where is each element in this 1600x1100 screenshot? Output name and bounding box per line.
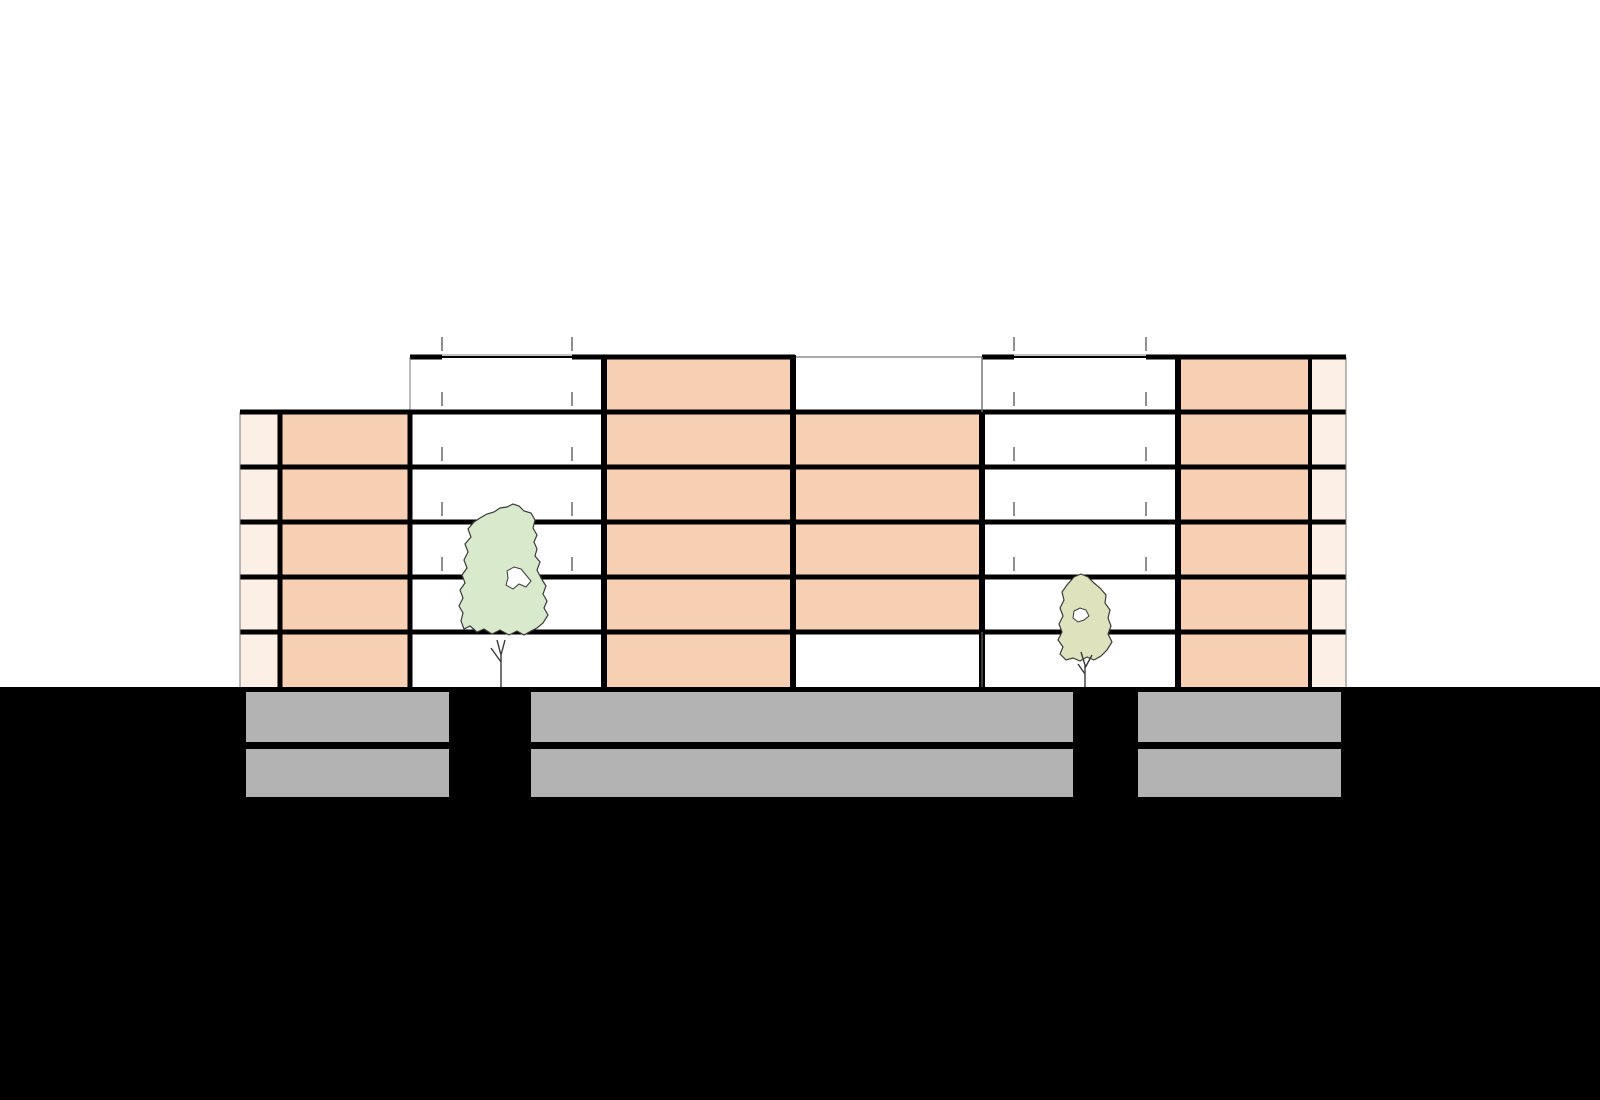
floor-cell <box>1310 467 1346 522</box>
basement-bay <box>1138 692 1341 742</box>
floor-cell <box>1310 357 1346 412</box>
basement-bay <box>531 692 1073 742</box>
floor-cell <box>1178 412 1310 467</box>
floor-cell <box>1178 522 1310 577</box>
floor-cell <box>604 412 793 467</box>
floor-cell <box>793 632 982 687</box>
floor-cell <box>793 522 982 577</box>
floor-cell <box>240 632 280 687</box>
floor-cell <box>604 357 793 412</box>
floor-cell <box>1178 577 1310 632</box>
floor-cell <box>604 632 793 687</box>
floor-cell <box>240 522 280 577</box>
floor-cell <box>240 467 280 522</box>
floor-cell <box>1310 412 1346 467</box>
tree-right-gap <box>1072 607 1090 623</box>
floor-cell <box>280 577 410 632</box>
floor-cell <box>410 412 604 467</box>
floor-cell <box>1310 577 1346 632</box>
tree-right <box>1057 573 1113 687</box>
floor-cell <box>793 467 982 522</box>
floor-cell <box>240 577 280 632</box>
floor-cell <box>1178 632 1310 687</box>
tree-left-foliage <box>458 503 549 636</box>
floor-fills <box>240 356 1346 687</box>
tree-right-trunk <box>1077 651 1093 687</box>
structure-lines <box>239 354 1347 687</box>
floor-cell <box>1310 632 1346 687</box>
floor-cell <box>410 632 604 687</box>
ground-mass <box>0 687 1600 1100</box>
tree-left-trunk <box>490 639 506 687</box>
tree-left <box>458 503 549 687</box>
basement-bay <box>531 749 1073 797</box>
basement-bay <box>246 692 449 742</box>
basement-levels <box>246 692 1341 797</box>
floor-cell <box>793 412 982 467</box>
tree-left-gap <box>505 566 532 590</box>
floor-cell <box>604 522 793 577</box>
floor-cell <box>280 632 410 687</box>
floor-cell <box>1310 522 1346 577</box>
basement-bay <box>1138 749 1341 797</box>
floor-cell <box>982 412 1178 467</box>
floor-cell <box>1178 467 1310 522</box>
floor-cell <box>982 467 1178 522</box>
floor-cell <box>280 522 410 577</box>
floor-cell <box>280 467 410 522</box>
basement-bay <box>246 749 449 797</box>
floor-cell <box>280 412 410 467</box>
floor-cell <box>793 577 982 632</box>
floor-cell <box>410 357 604 412</box>
floor-cell <box>982 357 1178 412</box>
roof-terrace-void <box>792 356 983 413</box>
floor-cell <box>982 522 1178 577</box>
floor-cell <box>1178 357 1310 412</box>
floor-cell <box>604 467 793 522</box>
floor-cell <box>604 577 793 632</box>
floor-cell <box>240 412 280 467</box>
